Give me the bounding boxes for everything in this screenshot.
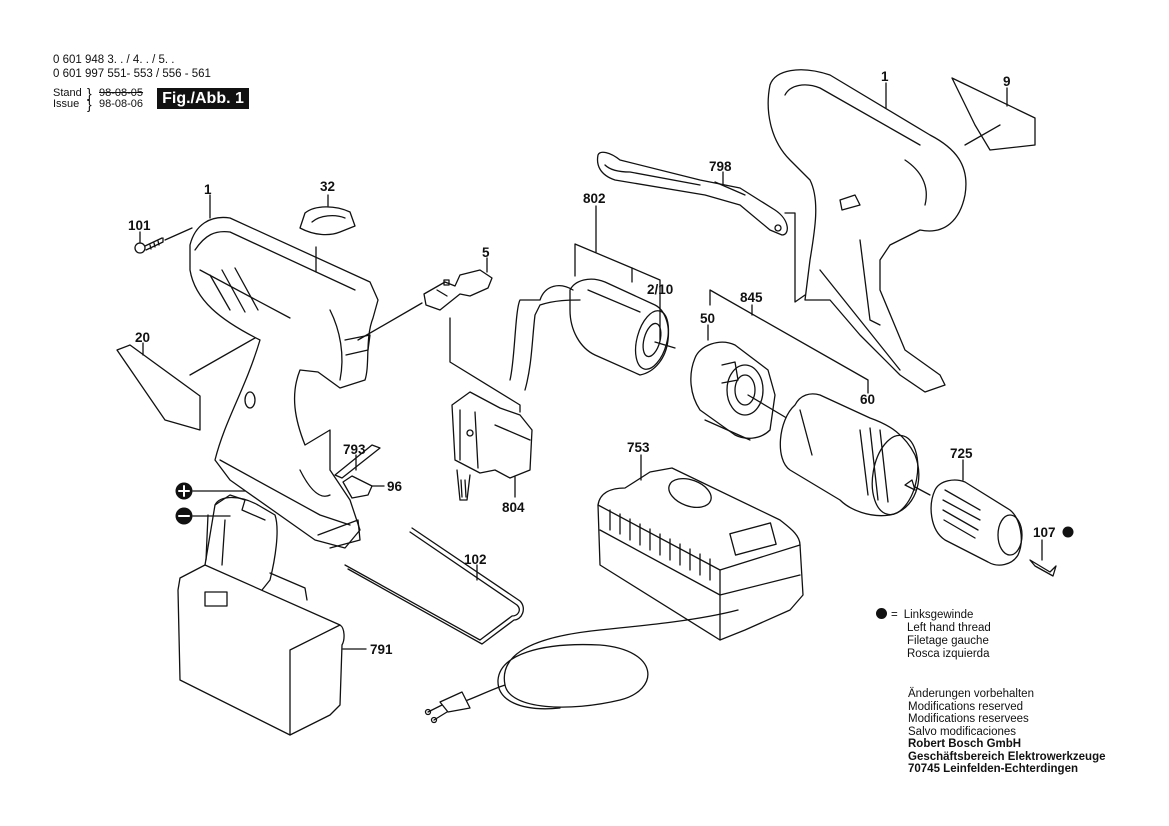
leader-5-switch bbox=[449, 317, 521, 413]
note-line-es: Salvo modificaciones bbox=[908, 725, 1017, 738]
part-label-2-10: 2/10 bbox=[647, 282, 673, 297]
brace: } bbox=[87, 96, 92, 112]
part-label-50: 50 bbox=[700, 311, 715, 326]
strap[interactable] bbox=[596, 151, 788, 236]
note-line-de: Änderungen vorbehalten bbox=[908, 688, 1034, 700]
part-label-845: 845 bbox=[740, 290, 763, 305]
part-label-9: 9 bbox=[1003, 74, 1011, 89]
company-address: 70745 Leinfelden-Echterdingen bbox=[908, 763, 1078, 775]
legend-equals: = bbox=[891, 609, 898, 621]
part-label-725: 725 bbox=[950, 446, 973, 461]
part-label-753: 753 bbox=[627, 440, 650, 455]
leader-5-line bbox=[357, 302, 423, 341]
part-label-791: 791 bbox=[370, 642, 393, 657]
part-label-102: 102 bbox=[464, 552, 487, 567]
left-hand-thread-icon bbox=[876, 608, 887, 619]
part-label-60: 60 bbox=[860, 392, 875, 407]
leader-9-line bbox=[964, 124, 1001, 146]
legend-line-es: Rosca izquierda bbox=[907, 648, 990, 660]
issue-date: 98-08-06 bbox=[99, 98, 144, 110]
notes: Änderungen vorbehalten Modifications res… bbox=[908, 688, 1106, 776]
part-label-804: 804 bbox=[502, 500, 525, 515]
company-division: Geschäftsbereich Elektrowerkzeuge bbox=[908, 750, 1106, 763]
figure-badge: Fig./Abb. 1 bbox=[157, 88, 249, 109]
charger[interactable] bbox=[597, 467, 804, 641]
power-cord[interactable] bbox=[424, 609, 739, 724]
screw[interactable] bbox=[134, 237, 164, 254]
issue-label: Issue bbox=[53, 98, 80, 110]
legend-line-en: Left hand thread bbox=[907, 622, 991, 634]
part-label-1-left: 1 bbox=[204, 182, 212, 197]
part-label-101: 101 bbox=[128, 218, 151, 233]
part-label-793: 793 bbox=[343, 442, 366, 457]
housing-right[interactable] bbox=[767, 69, 967, 393]
part-label-1-right: 1 bbox=[881, 69, 889, 84]
part-label-32: 32 bbox=[320, 179, 335, 194]
leader-50-axis bbox=[747, 394, 791, 421]
note-line-fr: Modifications reservees bbox=[908, 713, 1029, 725]
switch[interactable] bbox=[451, 391, 533, 501]
stand-date: 98-08-05 bbox=[99, 87, 144, 99]
keyless-chuck[interactable] bbox=[930, 479, 1023, 566]
leader-20-line bbox=[189, 337, 256, 376]
leader-798-line bbox=[784, 212, 806, 303]
battery-plus-terminal bbox=[175, 482, 246, 500]
part-numbers-line-1: 0 601 948 3. . / 4. . / 5. . bbox=[53, 54, 175, 66]
bit[interactable] bbox=[334, 444, 381, 479]
bit-holder[interactable] bbox=[342, 475, 373, 499]
motor[interactable] bbox=[509, 278, 676, 391]
brace: } bbox=[87, 85, 92, 101]
part-label-802: 802 bbox=[583, 191, 606, 206]
leader-2-10 bbox=[631, 267, 661, 341]
left-hand-thread-dot bbox=[1062, 526, 1074, 538]
company-name: Robert Bosch GmbH bbox=[908, 738, 1022, 750]
battery-minus-terminal bbox=[175, 507, 231, 525]
legend-line-fr: Filetage gauche bbox=[907, 635, 989, 647]
part-label-107: 107 bbox=[1033, 525, 1056, 540]
gear-housing[interactable] bbox=[690, 341, 776, 441]
torque-clutch[interactable] bbox=[779, 393, 931, 518]
legend-line-de: Linksgewinde bbox=[903, 609, 974, 621]
revision-block: Stand } 98-08-05 Issue } 98-08-06 bbox=[53, 85, 144, 112]
part-label-20: 20 bbox=[135, 330, 150, 345]
part-label-798: 798 bbox=[709, 159, 732, 174]
part-numbers-line-2: 0 601 997 551- 553 / 556 - 561 bbox=[53, 68, 211, 80]
leader-101-line bbox=[164, 227, 193, 241]
legend: = Linksgewinde Left hand thread Filetage … bbox=[876, 608, 991, 661]
stand-label: Stand bbox=[53, 87, 82, 99]
part-label-5: 5 bbox=[482, 245, 490, 260]
leader-845-bracket bbox=[709, 289, 869, 394]
note-line-en: Modifications reserved bbox=[908, 700, 1024, 713]
leader-802-bracket bbox=[574, 243, 633, 283]
chuck-screw[interactable] bbox=[1029, 559, 1057, 577]
wire-clip[interactable] bbox=[344, 527, 524, 645]
battery-pack[interactable] bbox=[177, 494, 345, 736]
switch-slider[interactable] bbox=[423, 269, 493, 311]
nameplate-right[interactable] bbox=[951, 77, 1036, 151]
part-label-96: 96 bbox=[387, 479, 403, 494]
housing-left[interactable] bbox=[189, 216, 379, 549]
cover-cap[interactable] bbox=[299, 206, 356, 236]
nameplate-left[interactable] bbox=[116, 344, 201, 431]
